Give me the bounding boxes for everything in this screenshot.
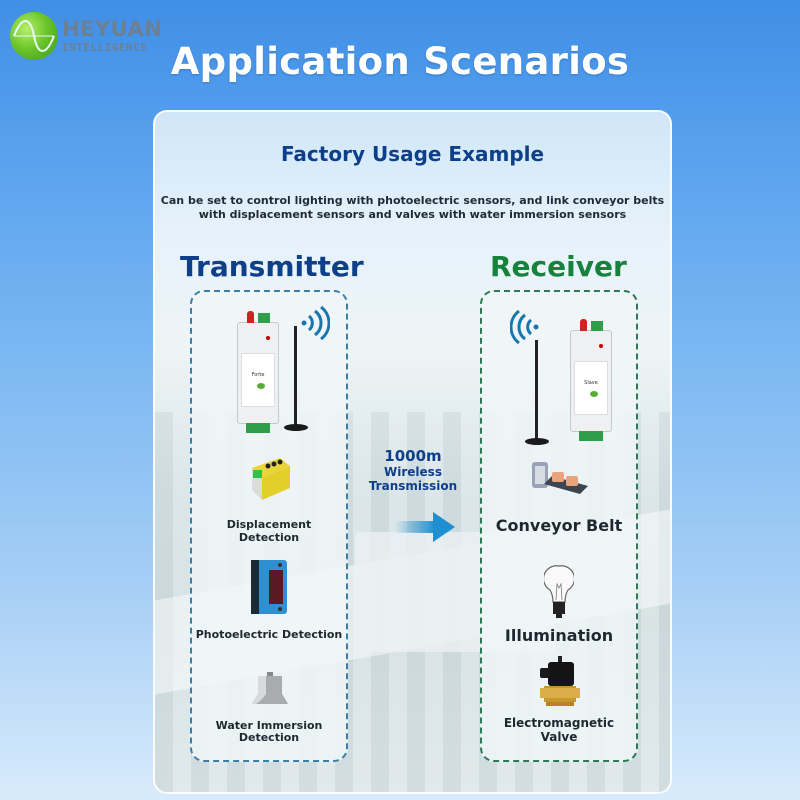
transmitter-item-label: Photoelectric Detection [195, 628, 343, 641]
light-bulb-icon [544, 565, 574, 618]
wifi-signal-icon [510, 310, 539, 344]
antenna-icon [294, 326, 297, 426]
photoelectric-sensor-icon [251, 560, 287, 614]
receiver-item-label: Illumination [504, 626, 614, 645]
factory-usage-card: Factory Usage Example Can be set to cont… [153, 110, 672, 794]
card-title: Factory Usage Example [280, 142, 545, 166]
water-immersion-sensor-icon [252, 672, 288, 704]
brand-tagline: INTELLIGENCE [62, 41, 148, 54]
brand-name: HEYUAN [62, 16, 163, 41]
conveyor-belt-icon [532, 462, 588, 494]
solenoid-valve-icon [540, 656, 580, 706]
displacement-sensor-icon [252, 458, 290, 500]
brand-logo: HEYUAN INTELLIGENCE [10, 12, 162, 60]
wifi-signal-icon [301, 306, 330, 340]
receiver-item-label: Conveyor Belt [495, 516, 623, 535]
receiver-device: Slave [570, 319, 612, 441]
wireless-transmission-label: 1000m Wireless Transmission [368, 447, 458, 493]
antenna-icon [535, 340, 538, 440]
receiver-title: Receiver [490, 250, 627, 283]
transmitter-title: Transmitter [180, 250, 364, 283]
card-description: Can be set to control lighting with phot… [160, 194, 665, 221]
green-sine-globe-icon [10, 12, 58, 60]
transmitter-device: Forte [237, 311, 279, 433]
page-title: Application Scenarios [170, 40, 630, 83]
arrow-right-icon [395, 512, 455, 542]
receiver-panel: Slave Conveyor Belt Illumination [480, 290, 638, 762]
